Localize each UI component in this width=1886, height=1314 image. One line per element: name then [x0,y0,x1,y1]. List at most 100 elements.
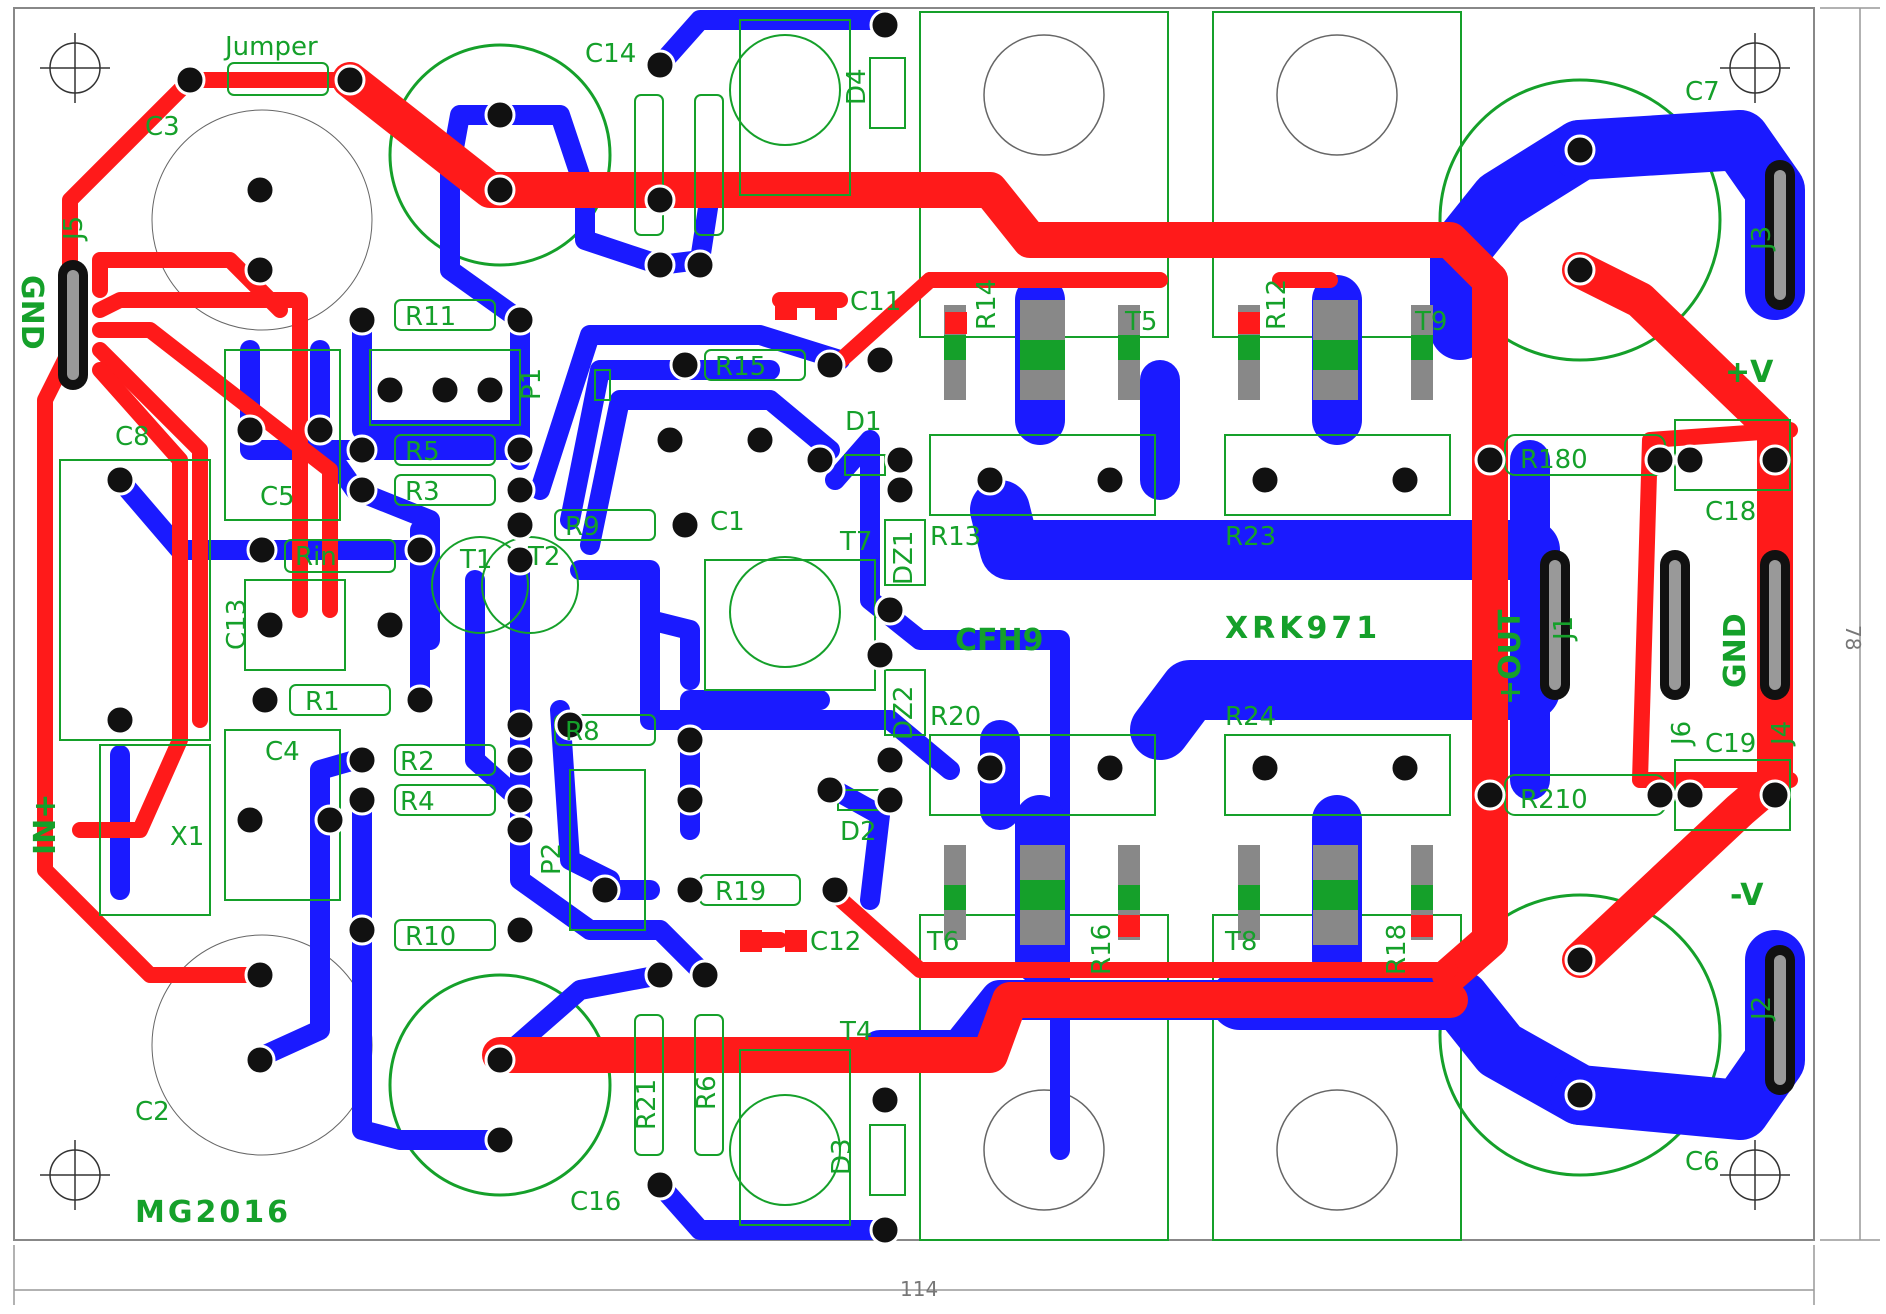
pad [484,1044,516,1076]
part-label-j6: J6 [1667,721,1697,747]
part-label-c12: C12 [810,927,861,957]
part-label-r13: R13 [930,522,981,552]
part-label-r19: R19 [715,877,766,907]
pad [814,774,846,806]
part-label-d4: D4 [842,68,872,105]
part-label-c4: C4 [265,737,300,767]
pad [874,594,906,626]
part-label-j2: J2 [1747,996,1777,1022]
part-label-c13: C13 [222,599,252,650]
pad [1674,444,1706,476]
pad [504,744,536,776]
top-copper-traces [37,62,1798,1073]
pad [804,444,836,476]
part-label-t5: T5 [1124,307,1157,337]
part-label-d2: D2 [840,817,877,847]
pad [244,174,276,206]
pad [884,444,916,476]
pad [104,464,136,496]
pad [674,784,706,816]
part-label-r12: R12 [1262,279,1292,330]
pad [104,704,136,736]
pad [1389,752,1421,784]
pad [346,744,378,776]
part-label-r1: R1 [305,687,340,717]
pad [244,254,276,286]
part-label-t9: T9 [1414,307,1447,337]
pad [669,509,701,541]
smd-pads [740,298,1433,952]
pad [1474,779,1506,811]
pad [644,959,676,991]
part-label-p2: P2 [537,843,567,875]
part-label-r20: R20 [930,702,981,732]
pad [1674,779,1706,811]
pad [669,349,701,381]
pad [644,249,676,281]
pad [404,534,436,566]
pad [689,959,721,991]
pad [869,9,901,41]
pad [346,914,378,946]
pad [974,752,1006,784]
pad [884,474,916,506]
part-label-r14: R14 [972,279,1002,330]
part-label-dz1: DZ1 [889,531,919,585]
pad [1644,444,1676,476]
component-pads [104,9,1791,1246]
part-label-c6: C6 [1685,1147,1720,1177]
part-label-t8: T8 [1224,927,1257,957]
height-dimension-label: 78 [1841,625,1865,650]
mounting-holes [40,33,1790,1210]
pad [684,249,716,281]
part-label-r21: R21 [632,1079,662,1130]
pad [814,349,846,381]
part-label-r24: R24 [1225,702,1276,732]
pad [504,709,536,741]
pad [234,414,266,446]
pad [644,49,676,81]
pad [1094,752,1126,784]
pad [869,1214,901,1246]
part-label-r4: R4 [400,787,435,817]
pad [654,424,686,456]
pad [674,874,706,906]
part-label-j3: J3 [1747,226,1777,252]
output-label: +OUT [1493,609,1528,705]
part-label-t6: T6 [926,927,959,957]
part-label-r15: R15 [715,352,766,382]
part-label-t1: T1 [459,545,492,575]
pad [1644,779,1676,811]
pad [1759,444,1791,476]
pad [346,304,378,336]
pad [484,99,516,131]
pad [244,1044,276,1076]
part-label-r2: R2 [400,747,435,777]
bottom-copper-traces [110,10,1070,1240]
pad [484,174,516,206]
board-title: CFH9 [955,623,1044,658]
pad [504,434,536,466]
part-label-r11: R11 [405,302,456,332]
input-label: IN+ [28,794,63,855]
neg-supply-label: -V [1730,878,1764,913]
connector-slots [58,160,1795,1095]
pad [504,474,536,506]
part-label-j5: J5 [59,216,89,242]
pad [304,414,336,446]
part-label-c16: C16 [570,1187,621,1217]
pad [174,64,206,96]
pad [1564,134,1596,166]
part-label-j1: J1 [1549,616,1579,642]
pad [346,784,378,816]
pad [334,64,366,96]
dimension-lines [13,7,1880,1305]
pad [249,684,281,716]
pad [644,1169,676,1201]
part-label-c1: C1 [710,507,745,537]
pad [234,804,266,836]
part-label-p1: P1 [517,368,547,400]
part-label-r210: R210 [1520,785,1588,815]
pad [1094,464,1126,496]
